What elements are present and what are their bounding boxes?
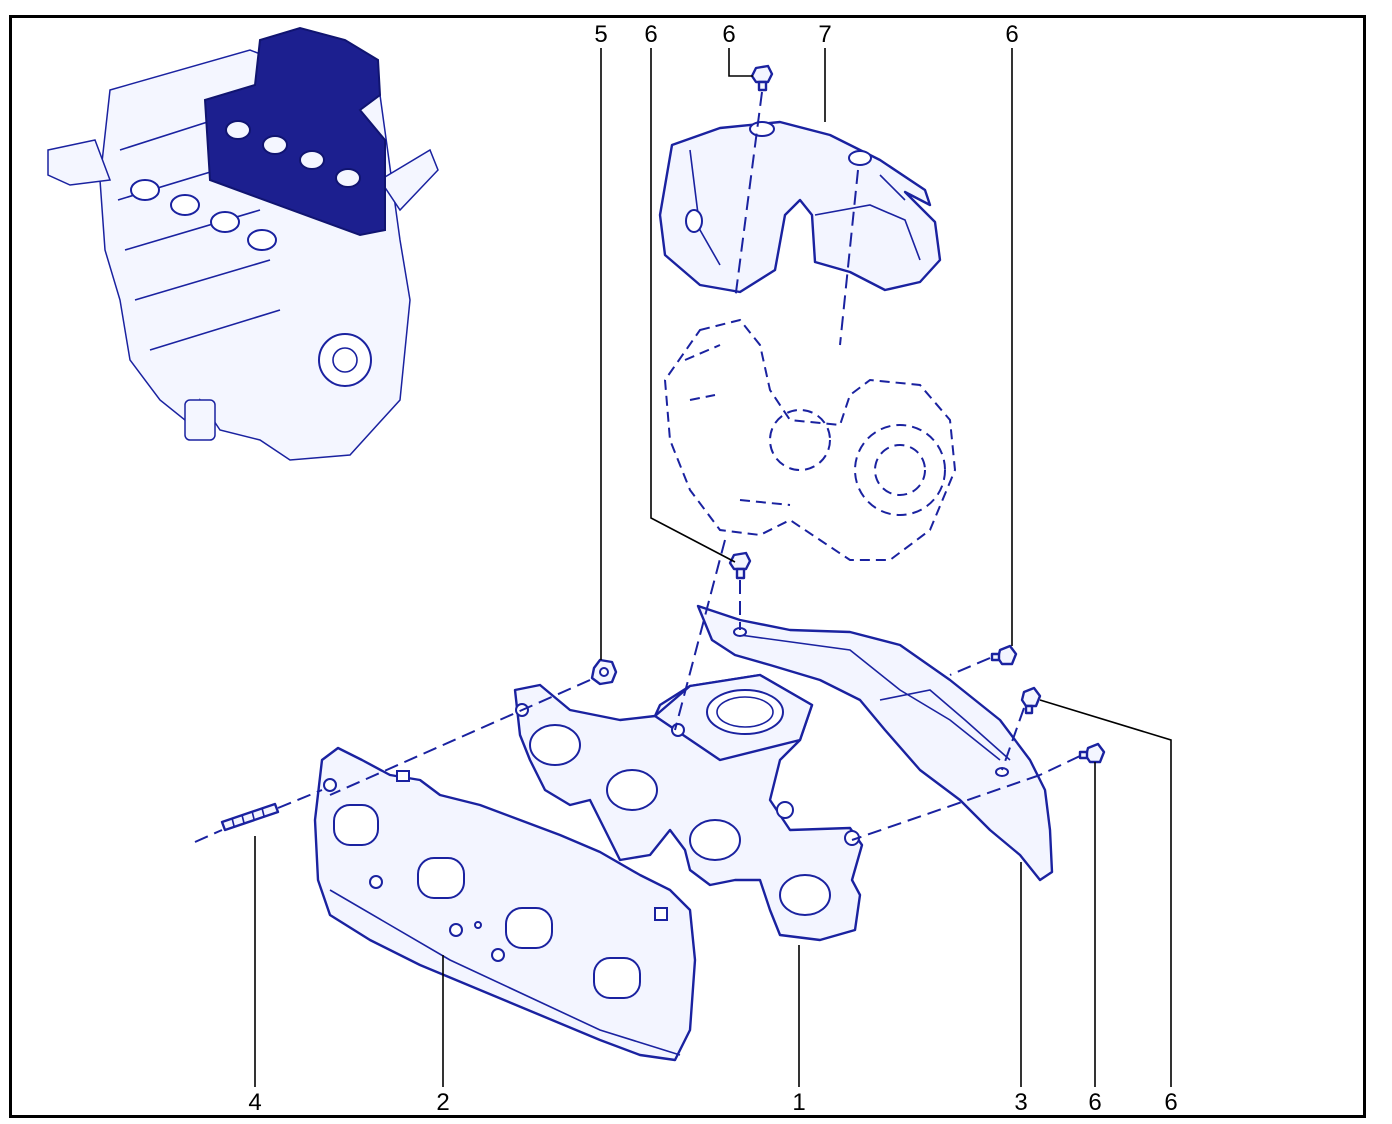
upper-heat-shield <box>658 120 942 294</box>
exhaust-manifold <box>513 673 864 942</box>
bolt-top <box>750 64 774 92</box>
callout-6-bottom-b: 6 <box>1164 1089 1177 1116</box>
manifold-gasket <box>313 746 697 1062</box>
callout-labels: 5 6 6 7 6 4 2 1 3 6 6 <box>248 21 1177 1116</box>
callout-6-top-c: 6 <box>1005 21 1018 48</box>
engine-overview-illustration <box>47 26 439 461</box>
callout-6-bottom-a: 6 <box>1088 1089 1101 1116</box>
nut-part-5 <box>590 658 618 686</box>
callout-6-top-b: 6 <box>722 21 735 48</box>
turbocharger-ghost <box>663 318 957 561</box>
bolt-right-mid <box>1020 686 1042 715</box>
bolt-mid <box>728 551 752 580</box>
callout-6-top-a: 6 <box>644 21 657 48</box>
callout-5-top: 5 <box>594 21 607 48</box>
callout-2-bottom: 2 <box>436 1089 449 1116</box>
leader-lines <box>254 48 1172 1087</box>
callout-7-top: 7 <box>818 21 831 48</box>
assembly-axes <box>194 91 1081 843</box>
callout-4-bottom: 4 <box>248 1089 261 1116</box>
lower-heat-shield <box>696 604 1054 882</box>
callout-3-bottom: 3 <box>1014 1089 1027 1116</box>
callout-1-bottom: 1 <box>792 1089 805 1116</box>
bolt-right-upper <box>990 644 1018 666</box>
stud <box>220 802 280 832</box>
bolt-right-lower <box>1078 742 1106 764</box>
